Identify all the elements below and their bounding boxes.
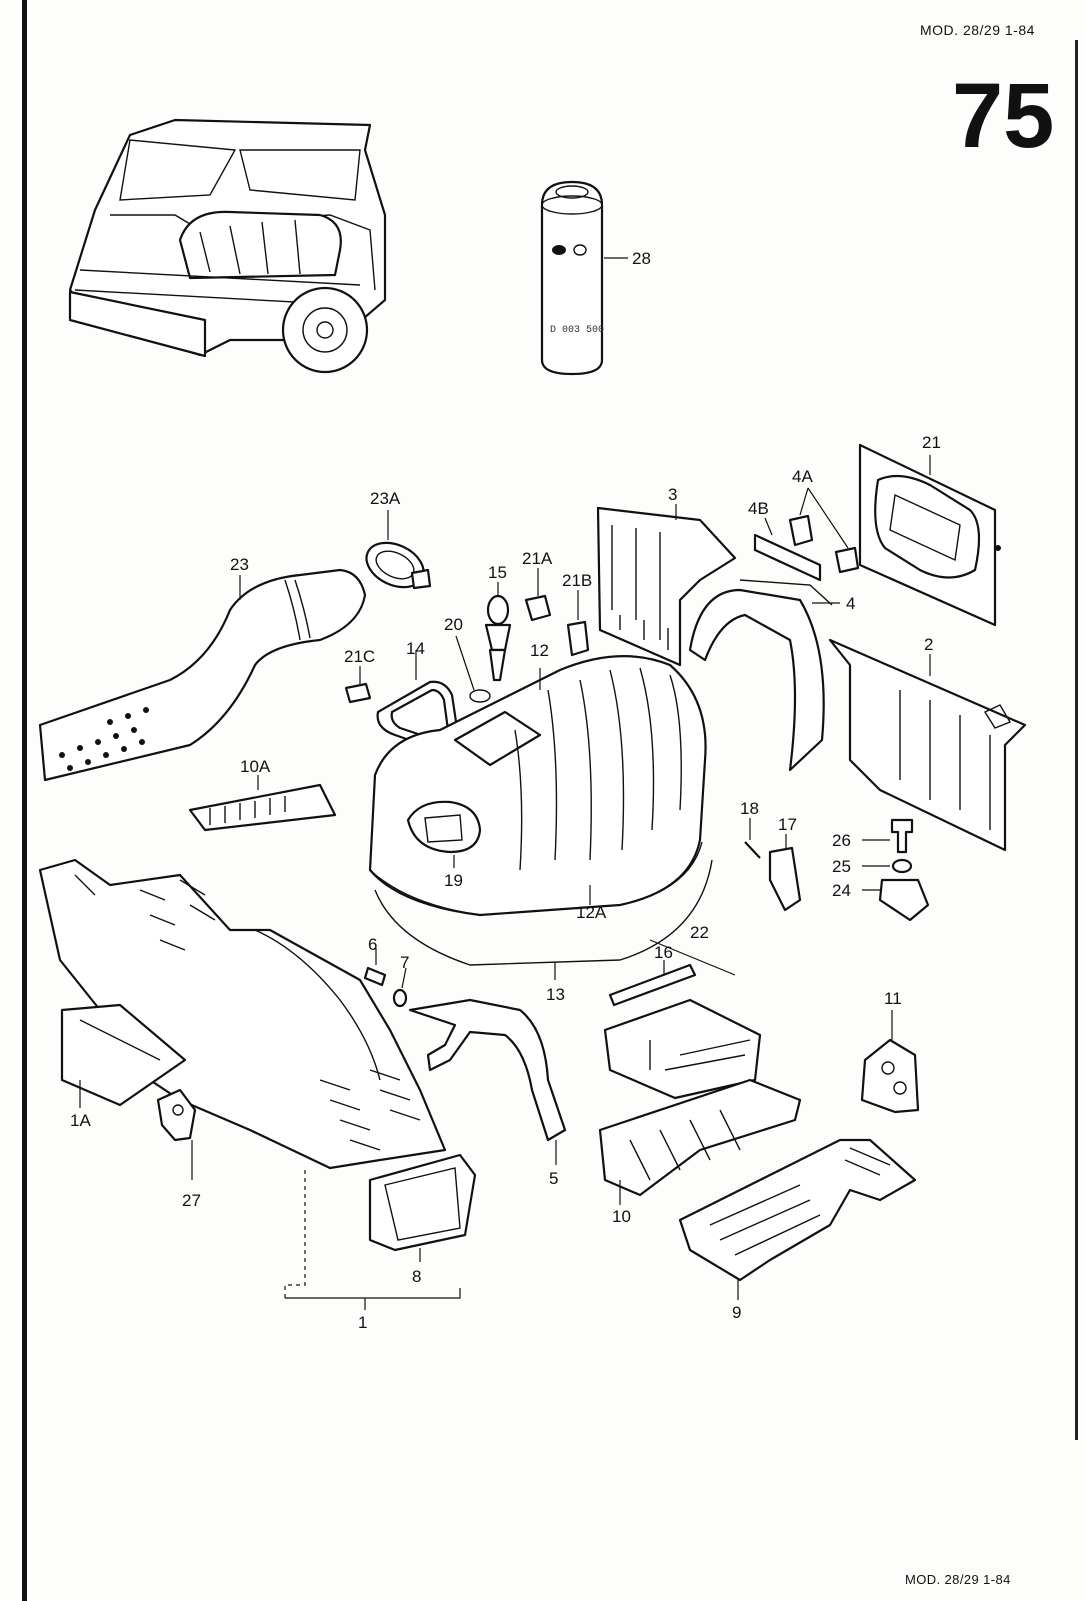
callout-18: 18 [740,799,759,818]
callout-4b: 4B [748,499,769,518]
part-23-filler-hose [38,568,367,782]
can-part-number: D 003 500 [550,325,604,336]
part-8-cover-plate [368,1153,477,1262]
page-number: 75 [952,65,1055,167]
part-2-side-panel [828,638,1027,852]
callout-labels: 28 21 3 4A 4B 4 2 23A 23 15 21A 21B 20 2… [70,249,941,1332]
callout-2: 2 [924,635,933,654]
part-27-mount-bracket [156,1088,197,1180]
callout-21b: 21B [562,571,592,590]
footer-model-reference: MOD. 28/29 1-84 [905,1572,1011,1587]
callout-21: 21 [922,433,941,452]
callout-7: 7 [400,953,409,972]
callout-10: 10 [612,1207,631,1226]
part-9-rear-floor-section [678,1138,917,1300]
part-21-rear-panel [858,443,1001,627]
callout-1a: 1A [70,1111,91,1130]
callout-20: 20 [444,615,463,634]
part-23a-hose-clamp [365,510,432,590]
callout-12: 12 [530,641,549,660]
part-10a-bracket [188,775,337,832]
callout-14: 14 [406,639,425,658]
callout-17: 17 [778,815,797,834]
part-10-crossmember [598,1078,802,1205]
callout-24: 24 [832,881,851,900]
callout-11: 11 [884,989,902,1008]
callout-4: 4 [846,594,855,613]
callout-23a: 23A [370,489,401,508]
callout-27: 27 [182,1191,201,1210]
part-1-floor-pan [38,858,461,1310]
part-4-brackets [753,487,860,582]
part-5-support-bracket [408,998,567,1165]
callout-21c: 21C [344,647,375,666]
callout-6: 6 [368,935,377,954]
callout-12a: 12A [576,903,607,922]
header-model-reference: MOD. 28/29 1-84 [920,22,1035,38]
callout-3: 3 [668,485,677,504]
right-margin-rule [1075,40,1078,1440]
callout-4a: 4A [792,467,813,486]
callout-10a: 10A [240,757,271,776]
callout-13: 13 [546,985,565,1004]
part-4-wheel-arch [688,579,840,772]
part-11-bracket [860,1010,920,1114]
sealant-spray-can: D 003 500 [540,180,628,376]
callout-5: 5 [549,1169,558,1188]
callout-26: 26 [832,831,851,850]
part-3-side-panel [596,504,737,667]
parts-17-18-bracket-screw [744,818,802,912]
callout-25: 25 [832,857,851,876]
parts-16-22-support [603,939,762,1100]
callout-9: 9 [732,1303,741,1322]
vehicle-overview-illustration [68,118,387,374]
callout-28: 28 [632,249,651,268]
left-binding-rule [22,0,27,1601]
callout-22: 22 [690,923,709,942]
parts-24-25-26-fasteners [862,818,930,922]
callout-23: 23 [230,555,249,574]
callout-15: 15 [488,563,507,582]
part-13-strap [374,859,713,980]
callout-19: 19 [444,871,463,890]
callout-1: 1 [358,1313,367,1332]
callout-21a: 21A [522,549,553,568]
callout-16: 16 [654,943,673,962]
parts-6-7-bolt-washer [363,948,408,1008]
part-15-filler-neck [455,582,512,703]
callout-8: 8 [412,1267,421,1286]
small-brackets-21abc [344,568,590,704]
part-12-fuel-tank [368,655,707,917]
